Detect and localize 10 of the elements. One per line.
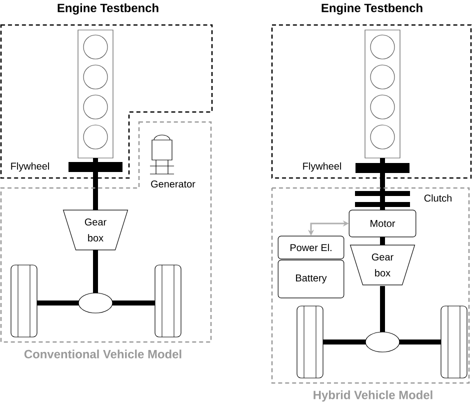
node-label: Engine Testbench bbox=[58, 3, 158, 15]
motor-box: Motor bbox=[348, 210, 416, 238]
part-label: Flywheel bbox=[303, 162, 341, 172]
node-label: Conventional Vehicle Model bbox=[24, 350, 182, 358]
component-box: Battery bbox=[278, 260, 344, 298]
node-label: Engine Testbench bbox=[322, 3, 422, 15]
part-label: Clutch bbox=[424, 194, 452, 202]
node-label: Hybrid Vehicle Model bbox=[314, 390, 432, 402]
part-label: Flywheel bbox=[11, 162, 49, 172]
component-box: Power El. bbox=[278, 236, 344, 260]
